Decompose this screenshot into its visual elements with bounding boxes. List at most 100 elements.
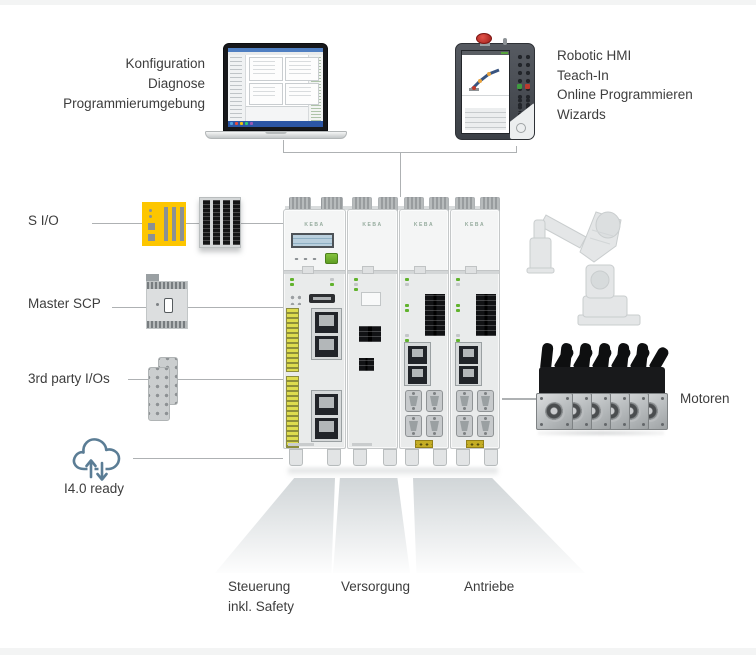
ethernet-port [315, 394, 338, 415]
i40-label: I4.0 ready [64, 481, 125, 496]
connection-line-cloud [133, 458, 283, 459]
module-port [148, 234, 155, 241]
motors-image [536, 342, 671, 434]
hmi-device [455, 33, 535, 140]
status-led [456, 283, 460, 286]
laptop-caption: Konfiguration Diagnose Programmierumgebu… [0, 54, 205, 114]
usb-port [309, 294, 335, 303]
status-led [405, 304, 409, 307]
ui-panel [249, 83, 283, 105]
project-tree-panel [228, 55, 246, 121]
status-led [456, 304, 460, 307]
hmi-robot-graphic [469, 68, 500, 91]
taskbar-icon [230, 122, 233, 125]
io-dots [289, 294, 301, 305]
green-start-button [325, 253, 338, 264]
connection-line-controller [400, 152, 401, 197]
module-clip [465, 266, 477, 274]
controller-module-drive-2: KEBA [450, 209, 500, 449]
module-clip [414, 266, 426, 274]
status-led [405, 278, 409, 281]
status-led [290, 278, 294, 281]
motor [536, 342, 576, 432]
ethernet-port [459, 346, 478, 364]
ethernet-port [315, 336, 338, 357]
module-clip [362, 266, 374, 274]
master-scp-module-step [146, 274, 159, 282]
caption-line: inkl. Safety [228, 599, 295, 614]
lcd-display [291, 233, 334, 248]
hmi-start-button [517, 84, 522, 89]
hmi-caption: Robotic HMI Teach-In Online Programmiere… [557, 46, 693, 124]
mounting-foot [353, 449, 367, 466]
keba-brand-label: KEBA [362, 222, 383, 228]
cloud-sync-icon [72, 438, 121, 483]
sio-safety-module [142, 202, 186, 246]
ethernet-port-block [311, 390, 342, 442]
dsub-connector [477, 415, 494, 437]
mounting-foot [405, 449, 419, 466]
bottom-label-supply: Versorgung [341, 579, 411, 594]
status-led [456, 334, 460, 337]
mounting-foot [456, 449, 470, 466]
light-beam-control [215, 478, 335, 573]
master-scp-module [146, 281, 188, 329]
ethernet-port-block [455, 342, 482, 386]
ethernet-port [315, 418, 338, 439]
dsub-connector [477, 390, 494, 412]
top-edge-strip [0, 0, 756, 5]
taskbar-icon [235, 122, 238, 125]
status-led [405, 309, 409, 312]
terminal-bar [213, 200, 220, 245]
master-scp-label: Master SCP [28, 296, 101, 311]
dsub-connector [456, 415, 473, 437]
connection-line-motors [502, 398, 545, 399]
taskbar-icon [240, 122, 243, 125]
ethernet-port [459, 366, 478, 384]
terminal-bar [223, 200, 230, 245]
mounting-foot [383, 449, 397, 466]
keba-brand-label: KEBA [413, 222, 435, 228]
third-party-connector [148, 367, 170, 421]
log-panel [246, 106, 308, 121]
status-led [456, 339, 460, 342]
module-groove [284, 270, 345, 274]
caption-line: Konfiguration [125, 56, 205, 71]
robot-arm-image [526, 211, 641, 326]
caption-line: Steuerung [228, 579, 291, 594]
controller: KEBA KEBA [283, 197, 500, 468]
connection-line-laptop [283, 140, 284, 152]
caption-line: Online Programmieren [557, 87, 693, 102]
connection-line-scp [112, 307, 283, 308]
mounting-foot [327, 449, 341, 466]
connection-line-hmi [516, 146, 517, 153]
connection-line-thirdparty [128, 379, 283, 380]
caption-line: Programmierumgebung [63, 96, 205, 111]
laptop-screen [223, 43, 328, 131]
mounting-foot [484, 449, 498, 466]
encoder-connector [415, 440, 433, 448]
module-led [149, 209, 152, 212]
mounting-foot [289, 449, 303, 466]
power-pin-block [359, 358, 374, 371]
status-led [456, 309, 460, 312]
bottom-label-control: Steuerung inkl. Safety [228, 577, 294, 617]
hmi-divider [462, 95, 509, 96]
laptop [205, 43, 347, 140]
status-led [405, 339, 409, 342]
controller-shadow [288, 468, 498, 477]
status-led [330, 283, 334, 286]
motors-shadow [538, 430, 664, 436]
ethernet-port-block [404, 342, 431, 386]
module-label-line [352, 443, 372, 446]
status-led [290, 283, 294, 286]
module-led [156, 303, 159, 306]
taskbar [228, 121, 323, 127]
connection-line-motor [502, 399, 542, 400]
dsub-connector [405, 415, 422, 437]
hmi-antenna [503, 38, 507, 45]
drive-power-block [476, 294, 496, 336]
module-bar [164, 207, 168, 241]
status-led [354, 288, 358, 291]
